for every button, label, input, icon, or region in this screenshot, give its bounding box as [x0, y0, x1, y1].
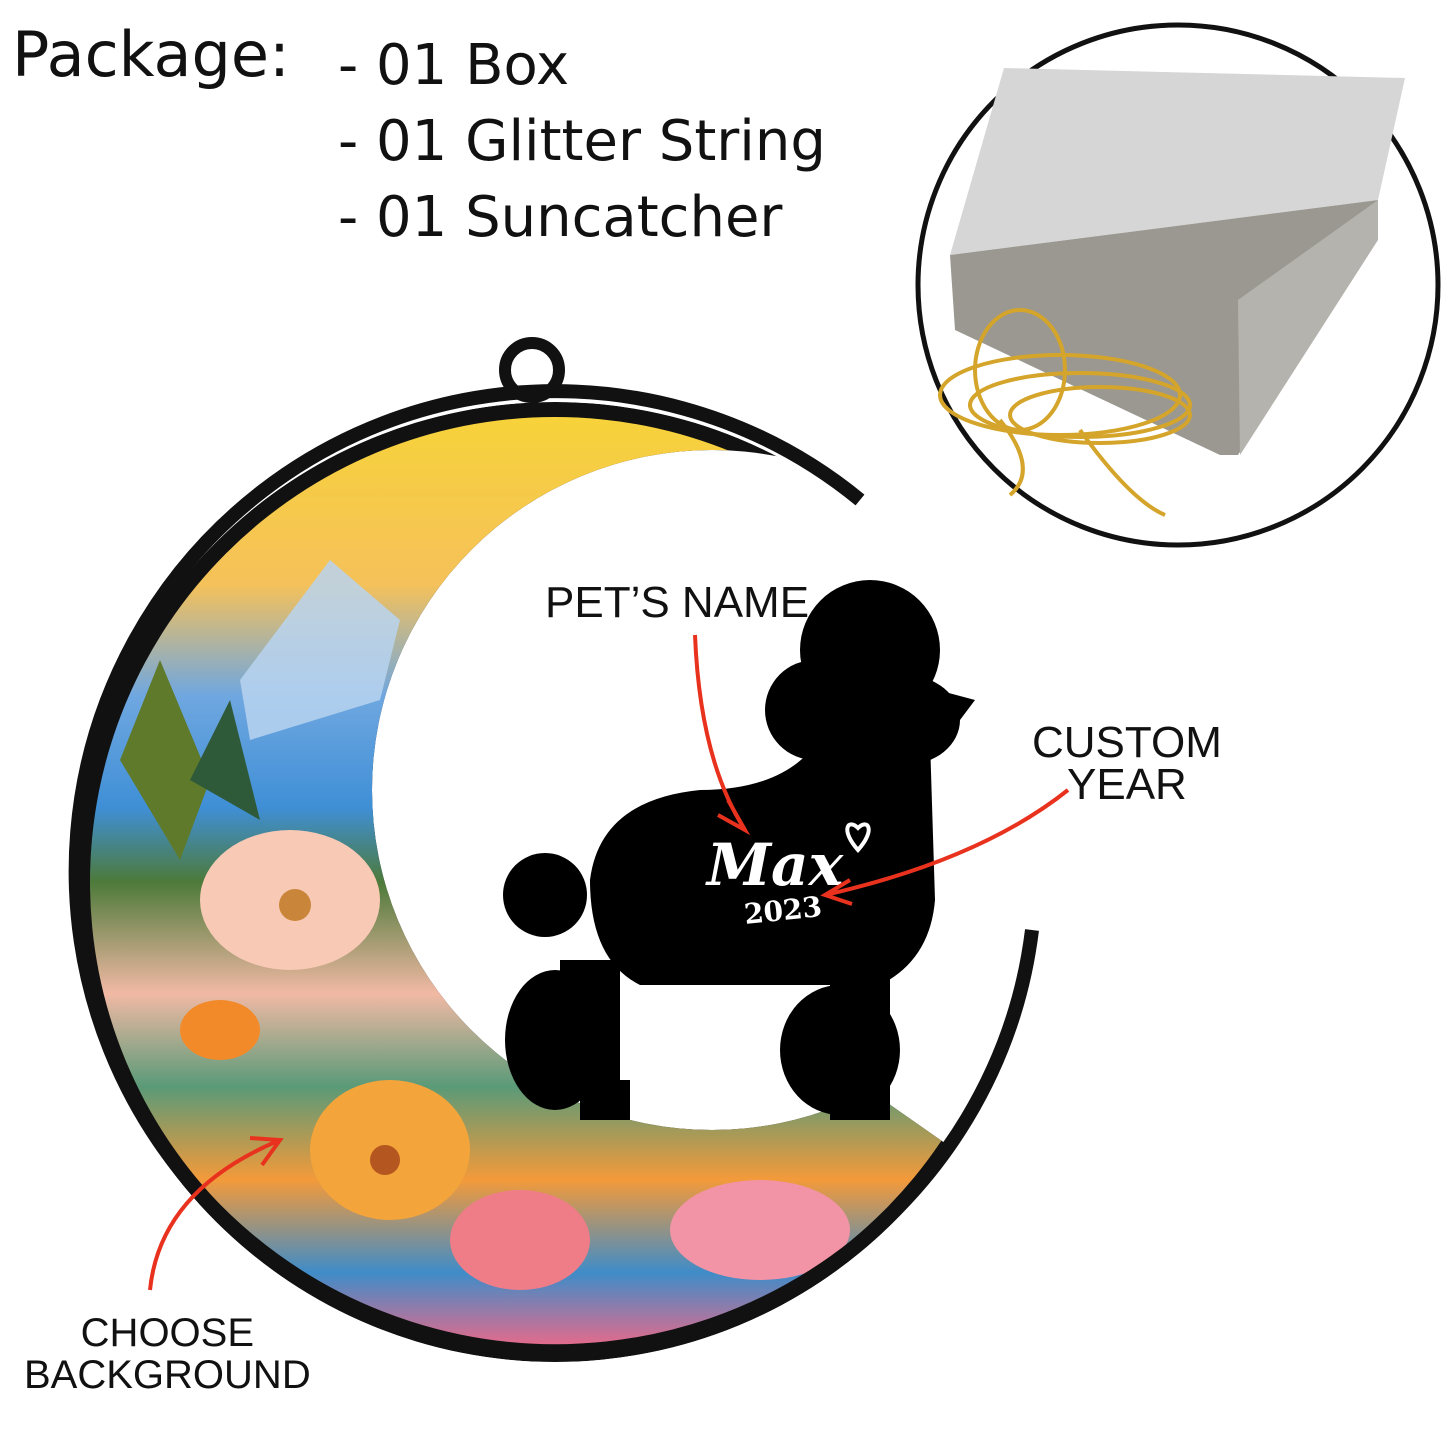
package-title: Package: — [12, 18, 290, 91]
custom-year-label-line1: CUSTOM — [1032, 718, 1222, 767]
pet-name-label: PET’S NAME — [545, 578, 810, 627]
choose-background-line2: BACKGROUND — [24, 1353, 311, 1397]
gift-box-lid — [950, 68, 1405, 255]
glitter-string-icon — [938, 308, 1192, 517]
annotation-arrows — [148, 634, 1070, 1291]
package-list: - 01 Box - 01 Glitter String - 01 Suncat… — [338, 28, 826, 256]
background-arrow — [148, 1138, 281, 1291]
choose-background-label: CHOOSE BACKGROUND — [24, 1312, 311, 1396]
year-arrow — [824, 788, 1070, 897]
pet-name-engraving: Max — [705, 831, 845, 899]
heart-icon — [845, 822, 871, 853]
custom-year-label-line2: YEAR — [1067, 760, 1187, 809]
package-item-box: - 01 Box — [338, 33, 570, 98]
package-item-suncatcher: - 01 Suncatcher — [338, 185, 783, 250]
year-engraving: 2023 — [743, 890, 824, 931]
poodle-silhouette — [503, 580, 975, 1120]
suncatcher-ornament: Max 2023 — [68, 337, 1039, 1362]
box-photo — [915, 22, 1441, 548]
package-item-string: - 01 Glitter String — [338, 109, 826, 174]
custom-year-label: CUSTOM YEAR — [1032, 718, 1222, 809]
choose-background-line1: CHOOSE — [80, 1311, 255, 1355]
